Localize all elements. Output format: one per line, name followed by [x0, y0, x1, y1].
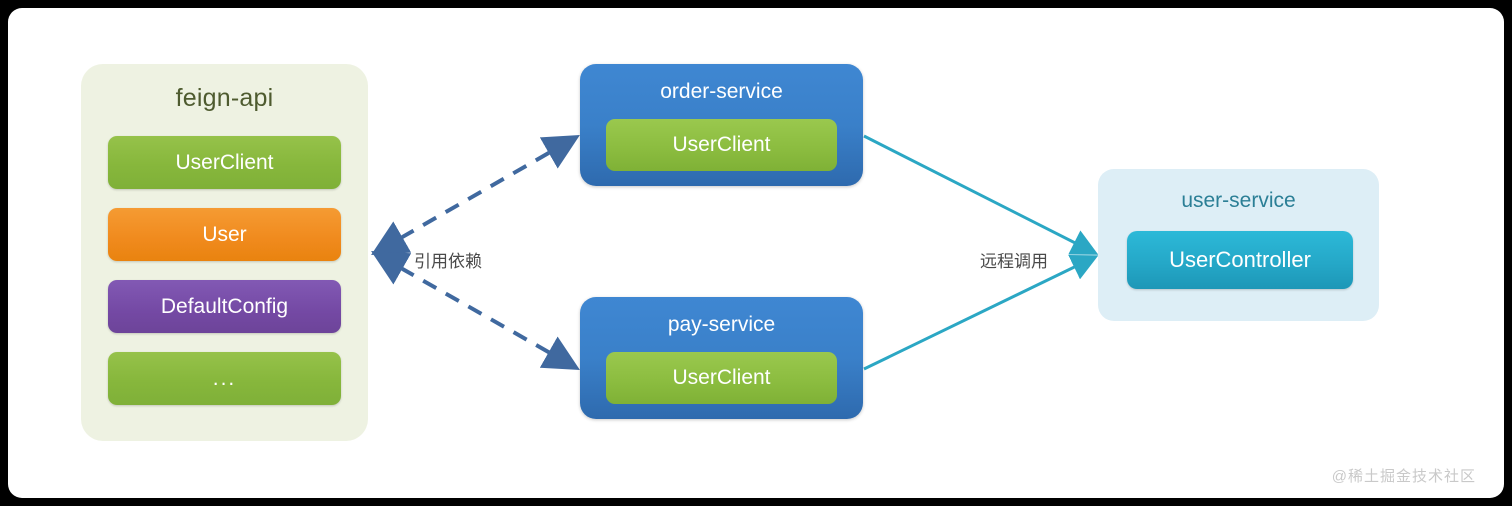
watermark: @稀土掘金技术社区: [1331, 468, 1476, 485]
edge-remote-order: [863, 134, 1099, 255]
user-service-title: user-service: [1181, 189, 1296, 212]
feign-chip-more: ...: [108, 352, 341, 405]
feign-chip-userclient-label: UserClient: [175, 150, 274, 174]
edge-remote-pay: [863, 255, 1099, 371]
edge-label-dependency: 引用依赖: [414, 252, 482, 271]
diagram-card: feign-api UserClient User DefaultConfig …: [8, 8, 1504, 498]
user-service-usercontroller: UserController: [1127, 231, 1353, 289]
feign-api-panel: feign-api UserClient User DefaultConfig …: [81, 64, 368, 441]
edge-dependency-order: [371, 135, 580, 255]
order-service-box: order-service UserClient: [580, 64, 863, 186]
pay-service-box: pay-service UserClient: [580, 297, 863, 419]
feign-chip-defaultconfig-label: DefaultConfig: [160, 294, 289, 318]
user-service-panel: user-service UserController: [1098, 169, 1379, 321]
feign-chip-defaultconfig: DefaultConfig: [108, 280, 341, 333]
pay-service-title: pay-service: [667, 313, 776, 336]
connector-layer: [371, 134, 1099, 371]
edge-dependency-pay: [371, 251, 580, 370]
order-service-userclient: UserClient: [606, 119, 837, 171]
pay-service-userclient: UserClient: [606, 352, 837, 404]
feign-api-title: feign-api: [175, 84, 274, 112]
feign-chip-more-label: ...: [212, 366, 237, 390]
feign-chip-user-label: User: [202, 222, 247, 246]
feign-chip-user: User: [108, 208, 341, 261]
order-service-title: order-service: [660, 80, 783, 103]
edge-label-remote-call: 远程调用: [980, 252, 1048, 271]
feign-chip-userclient: UserClient: [108, 136, 341, 189]
